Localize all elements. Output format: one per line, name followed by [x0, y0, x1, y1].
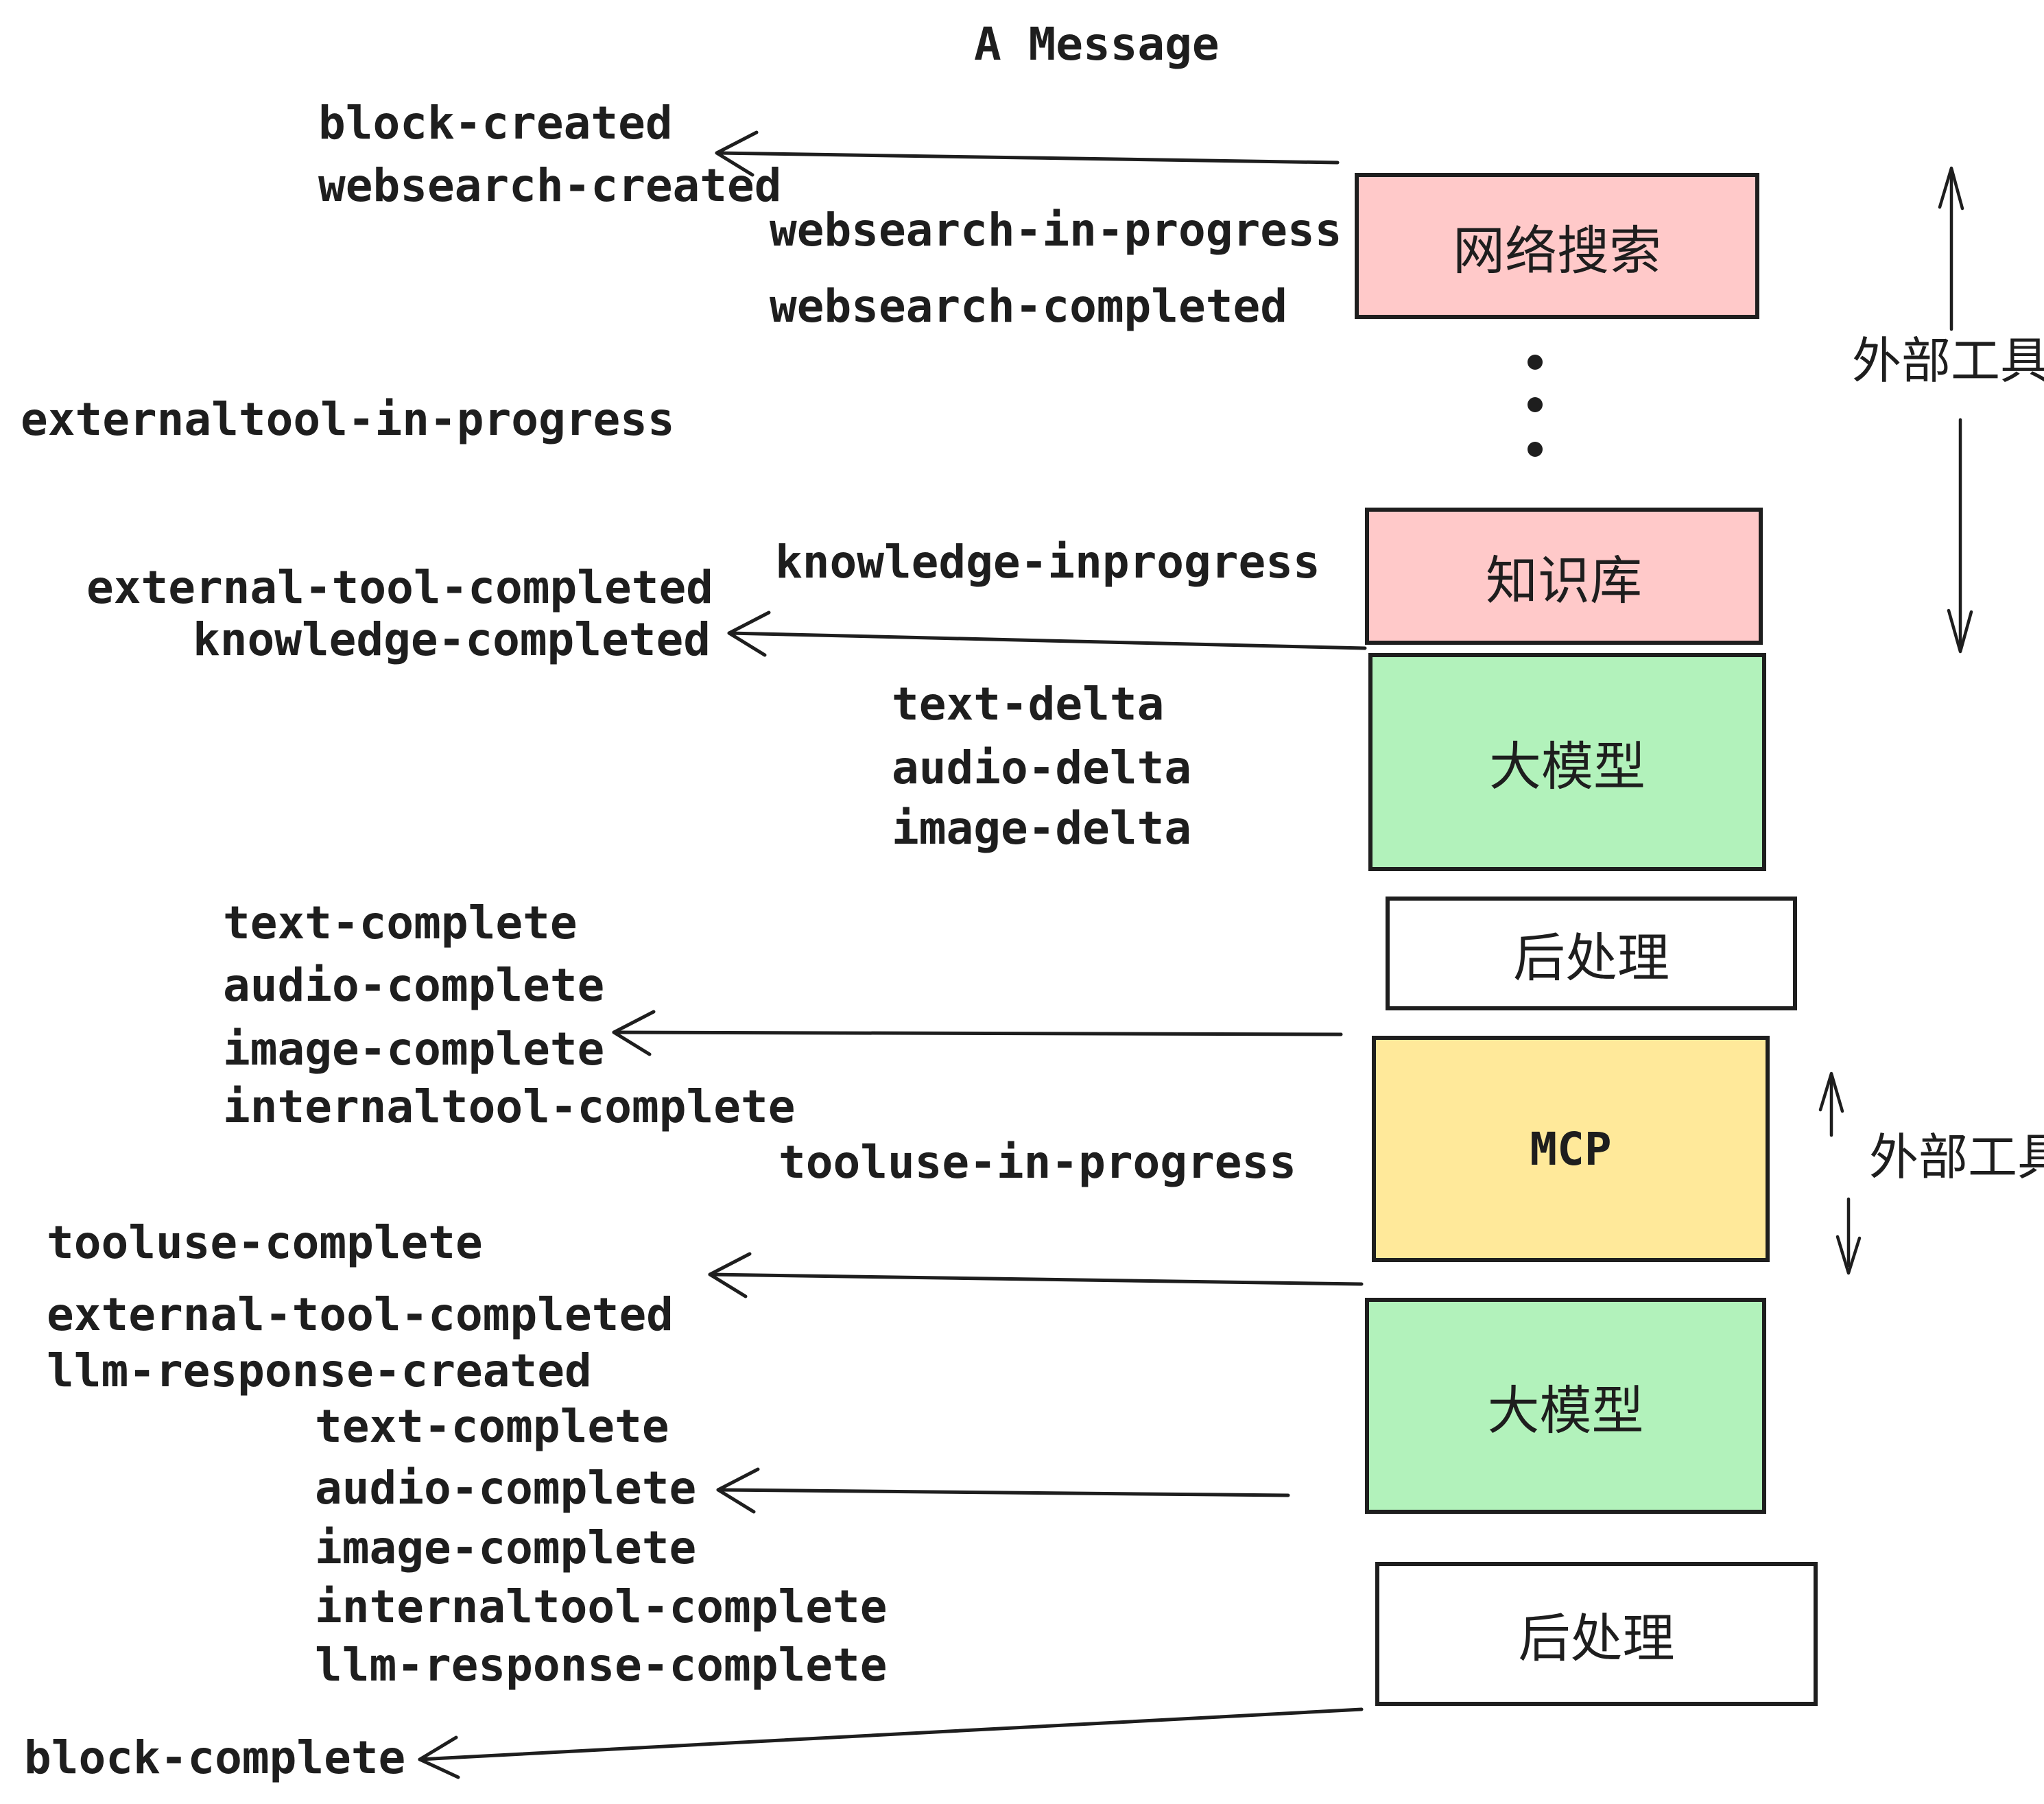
arrow-block-complete — [418, 1707, 1364, 1779]
box-websearch: 网络搜索 — [1355, 173, 1759, 319]
event-text-complete-1: text-complete — [223, 897, 578, 949]
box-llm-1-label: 大模型 — [1489, 738, 1645, 796]
side-label-external-tools-top: 外部工具 — [1852, 334, 2044, 389]
box-mcp: MCP — [1372, 1036, 1770, 1262]
box-websearch-label: 网络搜索 — [1453, 222, 1661, 281]
event-image-complete-1: image-complete — [223, 1023, 605, 1076]
event-internaltool-complete-1: internaltool-complete — [223, 1080, 796, 1133]
event-websearch-created: websearch-created — [318, 159, 782, 212]
arrow-external-tools-down-2 — [1835, 1197, 1862, 1275]
event-llm-response-complete: llm-response-complete — [315, 1639, 888, 1692]
event-block-complete: block-complete — [24, 1731, 406, 1784]
event-audio-delta-1: audio-delta — [892, 741, 1192, 794]
box-postprocess-2: 后处理 — [1375, 1562, 1818, 1706]
side-label-external-tools-mcp: 外部工具 — [1869, 1130, 2044, 1185]
arrow-websearch-created — [715, 130, 1340, 177]
arrow-image-complete — [612, 1010, 1343, 1056]
event-websearch-completed: websearch-completed — [770, 280, 1287, 333]
event-audio-complete-2: audio-complete — [315, 1462, 697, 1515]
arrow-external-tools-down-1 — [1947, 418, 1973, 654]
event-llm-response-created: llm-response-created — [47, 1344, 592, 1397]
event-text-delta-1: text-delta — [892, 678, 1165, 731]
arrow-tooluse-complete — [708, 1252, 1364, 1298]
event-external-tool-completed-1: external-tool-completed — [86, 561, 713, 614]
box-postprocess-2-label: 后处理 — [1518, 1610, 1675, 1668]
ellipsis-dots — [1528, 355, 1543, 457]
box-postprocess-1: 后处理 — [1386, 897, 1797, 1010]
diagram-title: A Message — [974, 18, 1220, 71]
event-knowledge-completed: knowledge-completed — [193, 613, 711, 666]
event-knowledge-inprogress: knowledge-inprogress — [775, 536, 1320, 589]
arrow-audio-complete — [716, 1467, 1290, 1514]
box-mcp-label: MCP — [1530, 1122, 1612, 1176]
box-llm-2: 大模型 — [1365, 1298, 1766, 1514]
event-externaltool-in-progress: externaltool-in-progress — [21, 393, 675, 446]
event-internaltool-complete-2: internaltool-complete — [315, 1580, 888, 1633]
event-text-complete-2: text-complete — [315, 1400, 669, 1453]
box-postprocess-1-label: 后处理 — [1513, 929, 1669, 988]
event-tooluse-complete: tooluse-complete — [47, 1216, 483, 1269]
event-websearch-in-progress: websearch-in-progress — [770, 204, 1342, 257]
event-external-tool-completed-2: external-tool-completed — [47, 1288, 674, 1341]
event-tooluse-in-progress: tooluse-in-progress — [779, 1136, 1296, 1189]
event-audio-complete-1: audio-complete — [223, 959, 605, 1012]
box-llm-1: 大模型 — [1368, 653, 1766, 871]
arrow-external-tools-up-2 — [1818, 1071, 1844, 1137]
box-knowledge-base: 知识库 — [1365, 508, 1763, 645]
box-knowledge-base-label: 知识库 — [1486, 552, 1642, 610]
arrow-external-tools-up-1 — [1938, 166, 1964, 331]
event-block-created: block-created — [318, 97, 673, 150]
arrow-knowledge-completed — [727, 610, 1367, 657]
event-image-delta-1: image-delta — [892, 802, 1192, 855]
event-image-complete-2: image-complete — [315, 1521, 697, 1574]
box-llm-2-label: 大模型 — [1487, 1381, 1644, 1440]
